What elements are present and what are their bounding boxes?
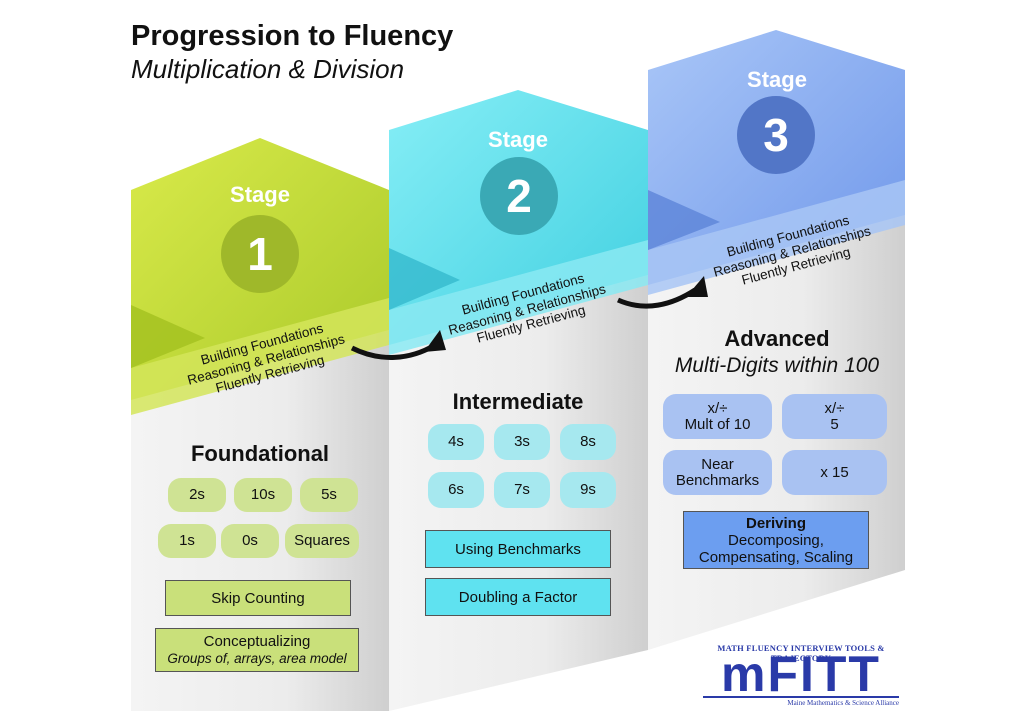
stage3-band <box>648 180 905 295</box>
box-title: Doubling a Factor <box>458 588 578 606</box>
logo-org: Maine Mathematics & Science Alliance <box>787 699 899 707</box>
stage3-heading: Advanced <box>724 326 830 351</box>
logo-tagline: MATH FLUENCY INTERVIEW TOOLS & TRAJECTOR… <box>717 643 885 663</box>
stage1-heading: Foundational <box>190 441 330 466</box>
stage2-heading: Intermediate <box>452 389 584 414</box>
pill-3s: 3s <box>494 424 550 460</box>
pill-9s: 9s <box>560 472 616 508</box>
box-title: Conceptualizing <box>203 633 311 650</box>
pill-10s: 10s <box>234 478 292 512</box>
stage2-label: Stage <box>488 127 548 152</box>
stage3-heading-sub: Multi-Digits within 100 <box>674 354 880 377</box>
stage1-circle: 1 <box>221 215 299 293</box>
box-conceptualizing: Conceptualizing Groups of, arrays, area … <box>155 628 359 672</box>
stage1-label: Stage <box>230 182 290 207</box>
logo-mfitt: mFITT <box>721 646 881 702</box>
box-detail: Decomposing, Compensating, Scaling <box>698 531 854 566</box>
pill-4s: 4s <box>428 424 484 460</box>
stage1-band <box>131 298 389 415</box>
page-subtitle: Multiplication & Division <box>131 54 405 84</box>
box-using-benchmarks: Using Benchmarks <box>425 530 611 568</box>
pill-0s: 0s <box>221 524 279 558</box>
box-title: Deriving <box>745 514 806 532</box>
pill-squares: Squares <box>285 524 359 558</box>
pill-mult-of-10: x/÷ Mult of 10 <box>663 394 772 439</box>
stage2-band <box>389 240 648 355</box>
stage3-label: Stage <box>747 67 807 92</box>
pill-1s: 1s <box>158 524 216 558</box>
pill-5s: 5s <box>300 478 358 512</box>
pill-7s: 7s <box>494 472 550 508</box>
page-title: Progression to Fluency <box>131 20 454 52</box>
pill-8s: 8s <box>560 424 616 460</box>
pill-near-benchmarks: Near Benchmarks <box>663 450 772 495</box>
pill-2s: 2s <box>168 478 226 512</box>
stage2-circle: 2 <box>480 157 558 235</box>
box-skip-counting: Skip Counting <box>165 580 351 616</box>
box-deriving: Deriving Decomposing, Compensating, Scal… <box>683 511 869 569</box>
arrow-head-1-icon <box>424 330 446 352</box>
stage2-fold <box>389 248 460 310</box>
pill-6s: 6s <box>428 472 484 508</box>
arrow-head-2-icon <box>686 276 708 297</box>
pill-x-5: x/÷ 5 <box>782 394 887 439</box>
box-title: Skip Counting <box>211 589 305 607</box>
logo-underline <box>703 696 899 698</box>
box-doubling-factor: Doubling a Factor <box>425 578 611 616</box>
box-title: Using Benchmarks <box>455 540 581 558</box>
arrow-stage2-to-3-icon <box>616 287 697 309</box>
stage1-fold <box>131 305 205 368</box>
pill-x-15: x 15 <box>782 450 887 495</box>
box-detail: Groups of, arrays, area model <box>167 651 347 666</box>
stage3-circle: 3 <box>737 96 815 174</box>
stage3-fold <box>648 190 720 250</box>
